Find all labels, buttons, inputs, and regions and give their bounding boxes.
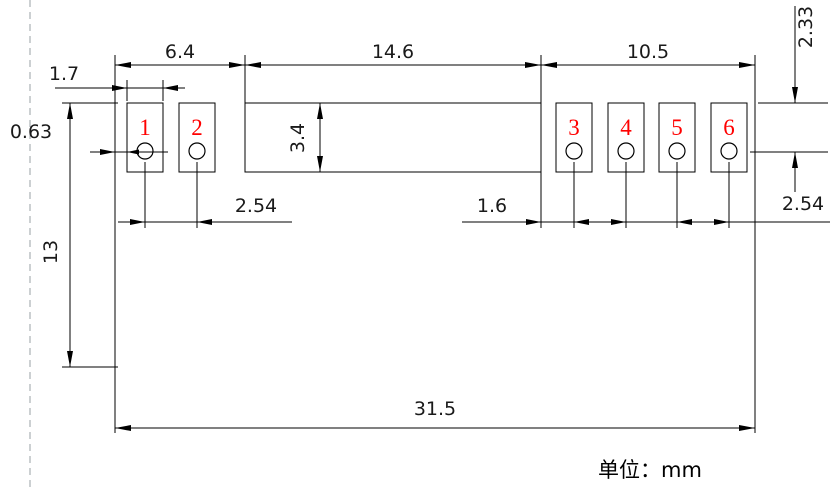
dim-arrow (115, 62, 131, 68)
footprint-outline (126, 102, 748, 173)
dim-label-pad-height: 3.4 (287, 123, 309, 153)
pad-6-hole (720, 142, 738, 160)
dim-label-top-middle-width: 14.6 (372, 41, 414, 63)
pad-numbers: 1 2 3 4 5 6 (139, 115, 735, 140)
pad-3-hole (565, 142, 583, 160)
pad-4-number: 4 (620, 115, 632, 140)
dimension-labels: 6.4 14.6 10.5 1.7 0.63 3.4 2.54 1.6 2.54… (10, 6, 824, 420)
dim-label-top-right-width: 10.5 (627, 41, 669, 63)
dim-arrow (525, 62, 541, 68)
dim-label-right-pitch: 2.54 (782, 193, 824, 215)
dim-arrow (714, 219, 729, 225)
center-slot (244, 102, 542, 173)
pad-6-number: 6 (723, 115, 735, 140)
dim-arrow (245, 62, 261, 68)
dim-arrow (739, 425, 755, 431)
dimension-lines (55, 6, 830, 429)
dim-label-corner-height: 2.33 (795, 6, 817, 48)
pad-5-number: 5 (671, 115, 683, 140)
dim-arrow (67, 351, 73, 367)
dim-arrow (197, 219, 212, 225)
pad-1-number: 1 (139, 115, 151, 140)
dim-arrow (792, 87, 798, 103)
dim-label-left-pitch: 2.54 (235, 195, 277, 217)
dim-arrow (317, 156, 323, 172)
dim-arrow (115, 425, 131, 431)
dim-arrow (67, 103, 73, 119)
unit-note: 单位：mm (598, 458, 702, 482)
dim-label-right-gap: 1.6 (477, 195, 507, 217)
dim-arrow (526, 219, 541, 225)
dim-arrow (677, 219, 692, 225)
pad-2-number: 2 (191, 115, 203, 140)
dim-label-body-height: 13 (40, 240, 62, 264)
dim-arrow (100, 149, 115, 155)
dim-arrow (317, 103, 323, 119)
dim-arrow (574, 219, 589, 225)
dim-arrow (792, 152, 798, 168)
pad-1-hole (136, 142, 154, 160)
dim-arrow (130, 219, 145, 225)
dim-arrow (112, 85, 127, 91)
pad-5-hole (668, 142, 686, 160)
dim-arrow (611, 219, 626, 225)
dim-arrow (229, 62, 245, 68)
extension-lines (62, 55, 828, 433)
dim-arrow (739, 62, 755, 68)
pad-4-hole (617, 142, 635, 160)
dim-label-edge-offset: 0.63 (10, 121, 52, 143)
dim-arrow (127, 149, 139, 155)
dimension-arrows (67, 62, 798, 431)
pad-3-number: 3 (568, 115, 580, 140)
dim-label-top-left-width: 6.4 (165, 41, 195, 63)
dim-label-pad-width: 1.7 (49, 63, 79, 85)
dim-label-overall-width: 31.5 (414, 398, 456, 420)
dim-arrow (541, 62, 557, 68)
pad-2-hole (188, 142, 206, 160)
dim-arrow (163, 85, 178, 91)
